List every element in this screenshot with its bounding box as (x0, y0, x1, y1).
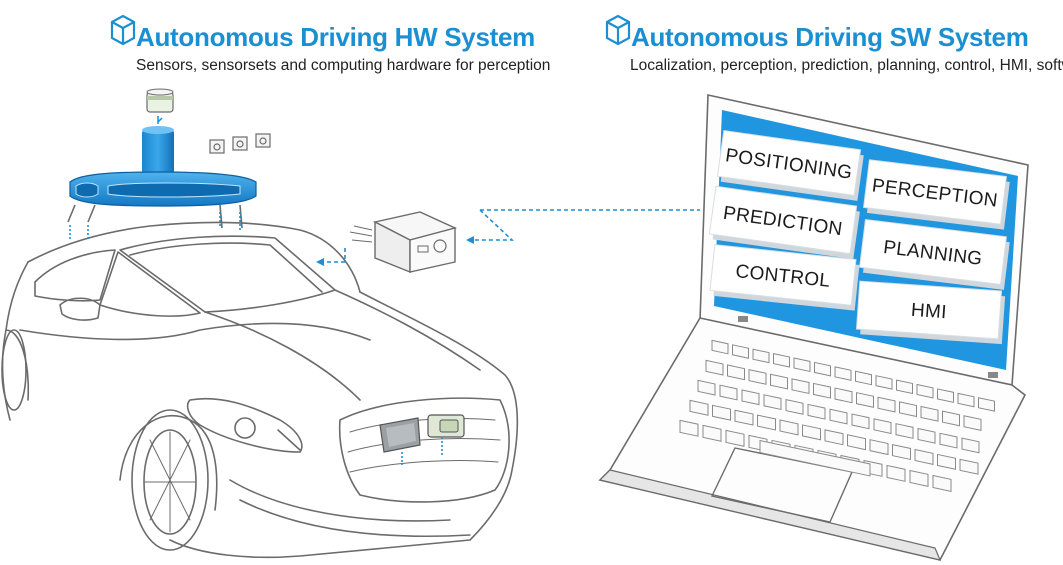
camera-icon (209, 133, 271, 154)
cube-icon (110, 14, 136, 46)
keyboard-key (719, 384, 738, 401)
keyboard-key (909, 469, 929, 487)
hw-title: Autonomous Driving HW System (136, 22, 535, 52)
keyboard-key (834, 366, 852, 381)
module-tile-hmi: HMI (855, 280, 1006, 345)
keyboard-key (741, 389, 760, 406)
keyboard-key (791, 378, 810, 395)
keyboard-key (752, 348, 770, 364)
module-tile-positioning: POSITIONING (716, 130, 864, 201)
keyboard-key (711, 339, 729, 355)
keyboard-key (824, 429, 844, 446)
keyboard-key (763, 394, 782, 411)
radar-icon (379, 414, 465, 453)
keyboard-key (748, 369, 767, 385)
keyboard-key (770, 373, 788, 390)
module-tile-control: CONTROL (709, 244, 860, 311)
keyboard-key (697, 379, 716, 396)
keyboard-key (855, 370, 872, 386)
cube-icon (605, 14, 631, 46)
arrowheads (316, 236, 474, 266)
keyboard-key (689, 399, 709, 416)
module-tile-prediction: PREDICTION (708, 185, 860, 260)
keyboard (679, 339, 995, 492)
keyboard-key (917, 427, 936, 444)
keyboard-key (725, 429, 745, 447)
keyboard-key (959, 458, 979, 475)
keyboard-key (896, 379, 913, 395)
keyboard-key (961, 437, 980, 454)
keyboard-key (932, 474, 952, 492)
module-tile-planning: PLANNING (859, 218, 1010, 290)
keyboard-key (813, 382, 831, 399)
keyboard-key (873, 418, 892, 435)
keyboard-key (942, 410, 960, 427)
sw-title: Autonomous Driving SW System (631, 22, 1029, 52)
keyboard-key (939, 432, 958, 449)
keyboard-key (937, 388, 954, 403)
keyboard-key (937, 453, 956, 470)
keyboard-key (807, 403, 826, 420)
keyboard-key (916, 383, 934, 399)
keyboard-key (892, 443, 911, 461)
keyboard-key (802, 424, 821, 441)
keyboard-key (957, 392, 975, 408)
keyboard-key (814, 361, 831, 377)
module-label: HMI (910, 300, 947, 323)
hw-subtitle: Sensors, sensorsets and computing hardwa… (136, 57, 551, 74)
keyboard-key (727, 364, 745, 381)
keyboard-key (869, 439, 889, 456)
roof-rack-mounts (67, 204, 243, 229)
sw-modules: POSITIONINGPERCEPTIONPREDICTIONPLANNINGC… (708, 130, 1010, 345)
sw-subtitle: Localization, perception, prediction, pl… (630, 57, 1063, 74)
module-tile-perception: PERCEPTION (863, 159, 1010, 230)
lidar-sensor-icon (146, 88, 174, 124)
keyboard-key (773, 353, 790, 368)
lidar-sensor-icon (69, 126, 257, 207)
keyboard-key (851, 413, 870, 430)
keyboard-key (963, 415, 982, 431)
keyboard-key (705, 359, 724, 376)
keyboard-key (847, 434, 866, 451)
keyboard-key (920, 405, 939, 422)
keyboard-key (886, 464, 906, 482)
car-drawing (1, 221, 519, 559)
keyboard-key (734, 409, 754, 426)
spacebar (759, 439, 871, 477)
keyboard-key (834, 387, 853, 404)
keyboard-key (856, 392, 874, 408)
keyboard-key (877, 396, 896, 413)
keyboard-key (978, 397, 995, 412)
keyboard-key (895, 423, 914, 439)
keyboard-key (829, 408, 848, 425)
keyboard-key (914, 448, 934, 465)
keyboard-key (732, 344, 749, 359)
computer-unit-icon (349, 211, 458, 274)
keyboard-key (785, 399, 804, 415)
keyboard-key (757, 414, 776, 431)
keyboard-key (679, 419, 699, 437)
data-link-lines (69, 209, 700, 465)
keyboard-key (875, 375, 893, 390)
keyboard-key (702, 424, 722, 442)
keyboard-key (793, 357, 811, 373)
keyboard-key (712, 404, 731, 421)
keyboard-key (779, 419, 799, 436)
keyboard-key (899, 401, 917, 418)
